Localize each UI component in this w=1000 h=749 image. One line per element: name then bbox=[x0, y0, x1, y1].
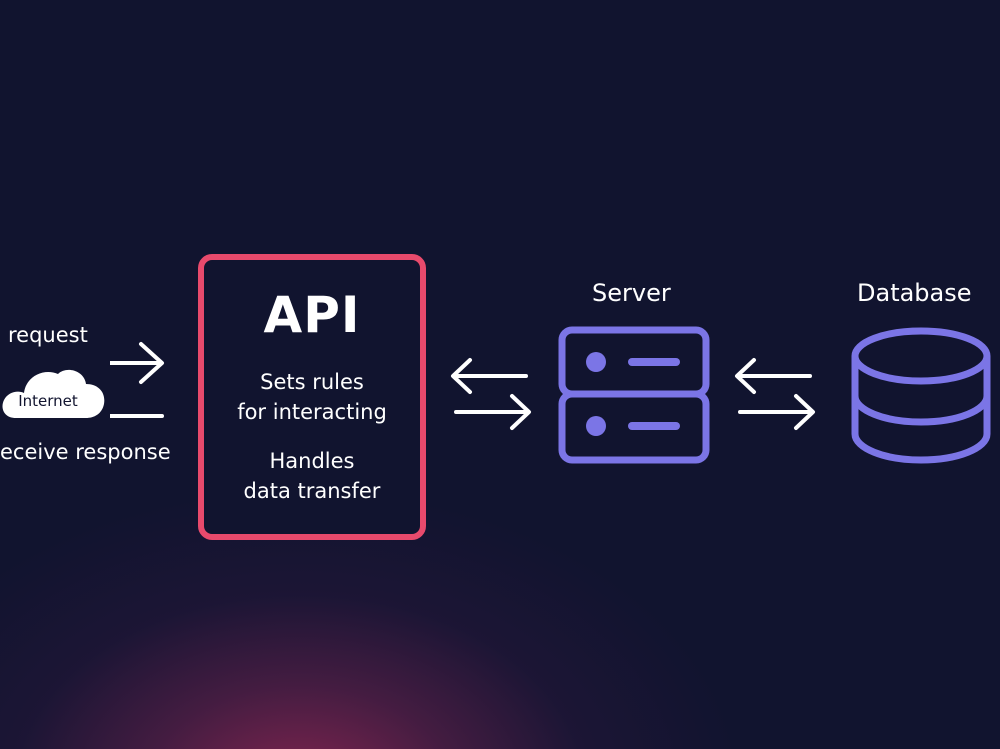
response-label: eceive response bbox=[0, 440, 171, 464]
api-line-4: data transfer bbox=[243, 479, 381, 503]
api-title: API bbox=[263, 286, 361, 344]
api-line-1: Sets rules bbox=[260, 370, 364, 394]
request-label: request bbox=[8, 323, 88, 347]
cloud-icon bbox=[0, 360, 110, 424]
database-label: Database bbox=[857, 279, 972, 307]
cloud-label: Internet bbox=[18, 392, 78, 410]
server-icon bbox=[558, 326, 710, 464]
api-line-3: Handles bbox=[269, 449, 355, 473]
api-line-2: for interacting bbox=[237, 400, 387, 424]
api-server-arrows-icon bbox=[451, 358, 531, 430]
api-box: API Sets rules for interacting Handles d… bbox=[198, 254, 426, 540]
server-label: Server bbox=[592, 279, 671, 307]
database-icon bbox=[851, 327, 991, 464]
server-database-arrows-icon bbox=[735, 358, 815, 430]
